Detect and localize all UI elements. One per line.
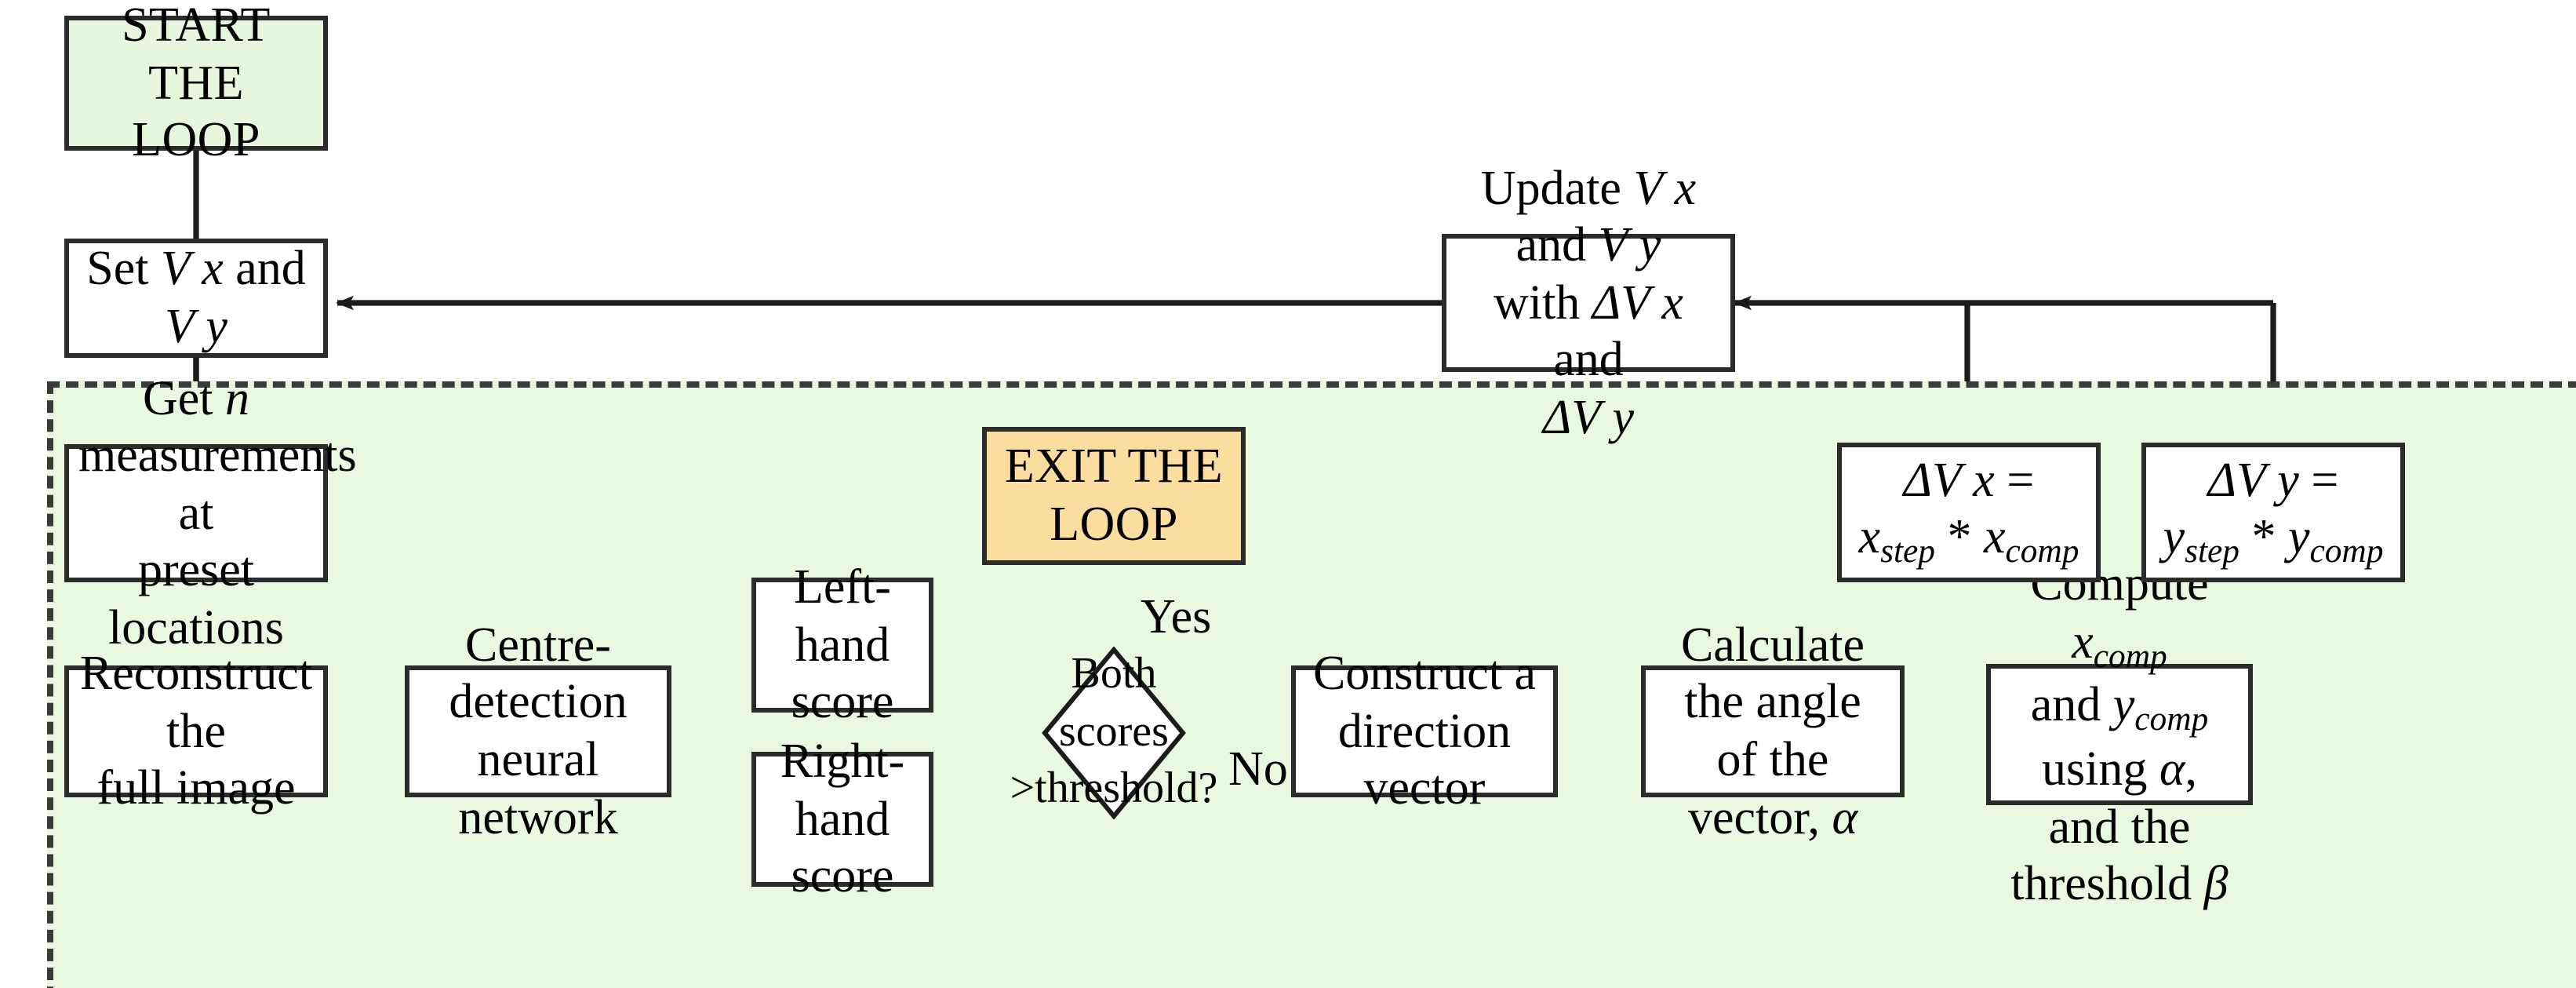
node-set-v[interactable]: Set V x and V y [64,239,328,358]
node-set-v-label: Set V x and V y [86,240,306,353]
node-start-label: START THE LOOP [122,0,271,167]
node-start[interactable]: START THE LOOP [64,0,328,167]
decision-diamond-shape [1042,647,1186,819]
node-decision-both-scores[interactable]: Both scores >threshold? [1010,647,1217,819]
node-delta-vy[interactable]: ΔV y =ystep * ycomp [2141,443,2405,582]
node-exit-loop[interactable]: EXIT THE LOOP [982,427,1246,565]
node-delta-vx-label: ΔV x =xstep * xcomp [1858,451,2079,571]
node-exit-loop-label: EXIT THE LOOP [1004,438,1224,551]
node-delta-vx[interactable]: ΔV x =xstep * xcomp [1837,443,2101,582]
edge-label-yes: Yes [1141,589,1212,643]
node-delta-vy-label: ΔV y =ystep * ycomp [2163,451,2384,571]
edge-label-no: No [1228,741,1288,796]
